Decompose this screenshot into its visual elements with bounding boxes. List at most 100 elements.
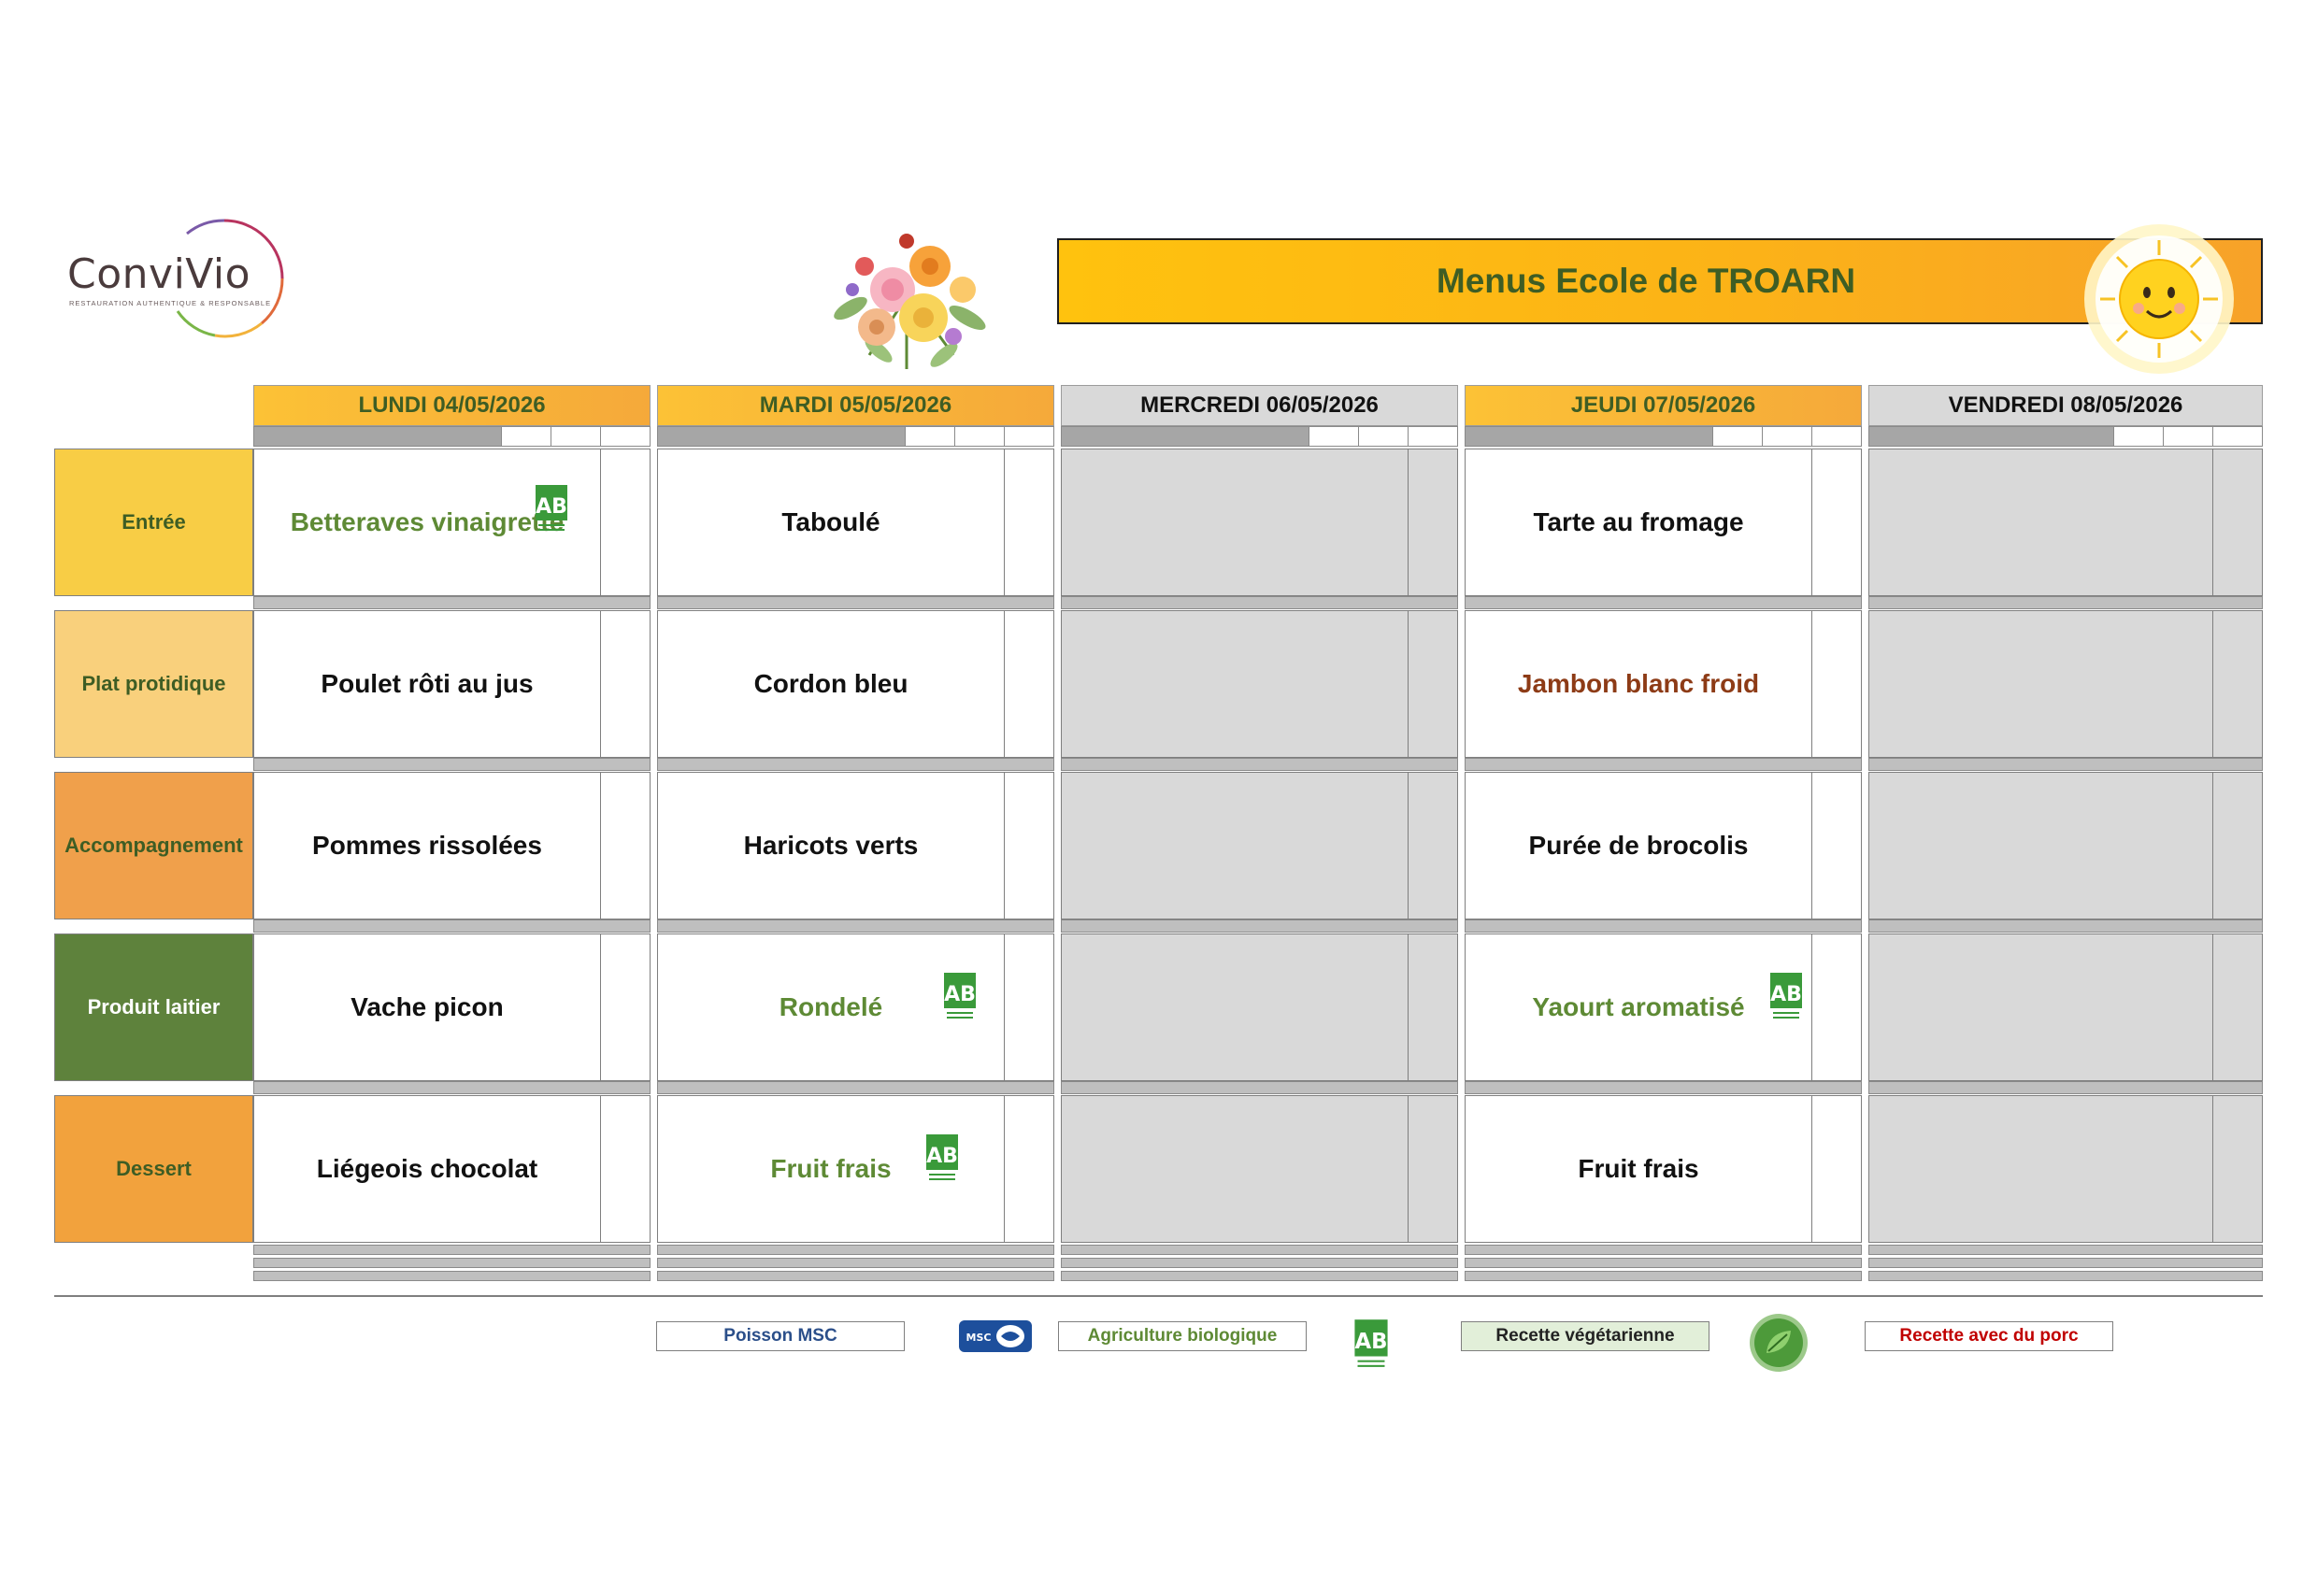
footer-bar — [1868, 1245, 2263, 1255]
category-dessert: Dessert — [54, 1095, 253, 1243]
dish-name: Fruit frais — [770, 1154, 892, 1183]
row-separator — [1465, 919, 1862, 933]
footer-bar — [657, 1258, 1054, 1268]
row-separator — [1061, 596, 1458, 609]
row-separator — [1868, 1081, 2263, 1094]
dish-name: Haricots verts — [743, 831, 919, 860]
menu-cell-jeudi-dessert: Fruit frais — [1465, 1095, 1862, 1243]
menu-cell-jeudi-entree: Tarte au fromage — [1465, 449, 1862, 596]
row-separator — [657, 758, 1054, 771]
day-substrip — [1061, 426, 1458, 447]
menu-cell-mercredi-dessert — [1061, 1095, 1458, 1243]
row-separator — [657, 919, 1054, 933]
footer-bar — [657, 1245, 1054, 1255]
footer-bar — [657, 1271, 1054, 1281]
footer-bar — [253, 1271, 651, 1281]
footer-bar — [1868, 1258, 2263, 1268]
brand-name: ConviVio — [67, 250, 251, 298]
ab-label: AB — [926, 1145, 958, 1168]
dish-name: Betteraves vinaigrette — [290, 507, 565, 536]
convivio-logo-ring-icon — [176, 219, 284, 338]
menu-cell-lundi-entree: Betteraves vinaigrette AB — [253, 449, 651, 596]
category-produit-laitier: Produit laitier — [54, 933, 253, 1081]
menu-cell-lundi-dessert: Liégeois chocolat — [253, 1095, 651, 1243]
footer-bar — [1465, 1245, 1862, 1255]
flower-bouquet-icon — [834, 234, 986, 369]
ab-organic-logo-icon: AB — [1770, 973, 1802, 1019]
dish-name: Vache picon — [350, 992, 504, 1021]
day-header-jeudi: JEUDI 07/05/2026 — [1465, 385, 1862, 426]
convivio-logo: ConviVio RESTAURATION AUTHENTIQUE & RESP… — [65, 213, 284, 349]
day-substrip — [657, 426, 1054, 447]
day-substrip — [1465, 426, 1862, 447]
day-substrip — [1868, 426, 2263, 447]
dish-name: Fruit frais — [1578, 1154, 1699, 1183]
dish-name: Yaourt aromatisé — [1532, 992, 1745, 1021]
menu-cell-mercredi-accompagnement — [1061, 772, 1458, 919]
row-separator — [1061, 1081, 1458, 1094]
category-accompagnement: Accompagnement — [54, 772, 253, 919]
menu-cell-lundi-plat: Poulet rôti au jus — [253, 610, 651, 758]
menu-cell-jeudi-laitier: Yaourt aromatisé AB — [1465, 933, 1862, 1081]
footer-bar — [1465, 1258, 1862, 1268]
menu-cell-mardi-laitier: Rondelé AB — [657, 933, 1054, 1081]
row-separator — [1868, 758, 2263, 771]
menu-cell-jeudi-accompagnement: Purée de brocolis — [1465, 772, 1862, 919]
menu-cell-vendredi-accompagnement — [1868, 772, 2263, 919]
footer-bar — [253, 1245, 651, 1255]
dish-name: Taboulé — [781, 507, 880, 536]
day-header-vendredi: VENDREDI 08/05/2026 — [1868, 385, 2263, 426]
footer-bar — [1061, 1245, 1458, 1255]
menu-cell-vendredi-plat — [1868, 610, 2263, 758]
legend-agriculture-biologique: Agriculture biologique — [1058, 1321, 1307, 1351]
smiling-sun-icon — [2084, 224, 2234, 374]
menu-title-bar: Menus Ecole de TROARN — [1057, 238, 2263, 324]
legend-poisson-msc: Poisson MSC — [656, 1321, 905, 1351]
menu-cell-mardi-plat: Cordon bleu — [657, 610, 1054, 758]
row-separator — [1868, 919, 2263, 933]
dish-name: Liégeois chocolat — [316, 1154, 538, 1183]
ab-organic-logo-icon: AB — [536, 485, 567, 531]
row-separator — [253, 758, 651, 771]
msc-label: MSC — [966, 1332, 992, 1344]
dish-name: Pommes rissolées — [312, 831, 542, 860]
menu-cell-mercredi-entree — [1061, 449, 1458, 596]
footer-bar — [1868, 1271, 2263, 1281]
legend-recette-vegetarienne: Recette végétarienne — [1461, 1321, 1709, 1351]
dish-name: Poulet rôti au jus — [321, 669, 534, 698]
legend-recette-avec-porc: Recette avec du porc — [1865, 1321, 2113, 1351]
footer-bar — [1061, 1258, 1458, 1268]
row-separator — [1868, 596, 2263, 609]
menu-cell-vendredi-entree — [1868, 449, 2263, 596]
row-separator — [253, 596, 651, 609]
ab-label: AB — [1770, 983, 1802, 1006]
ab-label: AB — [944, 983, 976, 1006]
vegetarian-leaf-logo-icon — [1750, 1314, 1808, 1372]
dish-name: Jambon blanc froid — [1517, 669, 1760, 698]
menu-cell-mardi-entree: Taboulé — [657, 449, 1054, 596]
menu-cell-mercredi-laitier — [1061, 933, 1458, 1081]
row-separator — [253, 1081, 651, 1094]
page-title: Menus Ecole de TROARN — [1436, 262, 1856, 300]
menu-cell-mardi-dessert: Fruit frais AB — [657, 1095, 1054, 1243]
menu-cell-mardi-accompagnement: Haricots verts — [657, 772, 1054, 919]
dish-name: Purée de brocolis — [1528, 831, 1749, 860]
msc-fish-logo-icon: MSC — [959, 1320, 1032, 1352]
day-header-lundi: LUNDI 04/05/2026 — [253, 385, 651, 426]
day-substrip — [253, 426, 651, 447]
brand-tagline: RESTAURATION AUTHENTIQUE & RESPONSABLE — [69, 299, 272, 307]
row-separator — [657, 1081, 1054, 1094]
table-bottom-rule — [54, 1295, 2263, 1297]
day-header-mardi: MARDI 05/05/2026 — [657, 385, 1054, 426]
menu-cell-lundi-accompagnement: Pommes rissolées — [253, 772, 651, 919]
day-header-mercredi: MERCREDI 06/05/2026 — [1061, 385, 1458, 426]
row-separator — [1465, 596, 1862, 609]
ab-organic-logo-icon: AB — [944, 973, 976, 1019]
ab-organic-logo-icon: AB — [1354, 1319, 1388, 1367]
row-separator — [1061, 919, 1458, 933]
ab-label: AB — [1355, 1330, 1388, 1354]
row-separator — [1465, 1081, 1862, 1094]
category-plat-protidique: Plat protidique — [54, 610, 253, 758]
footer-bar — [1061, 1271, 1458, 1281]
ab-label: AB — [536, 495, 567, 519]
